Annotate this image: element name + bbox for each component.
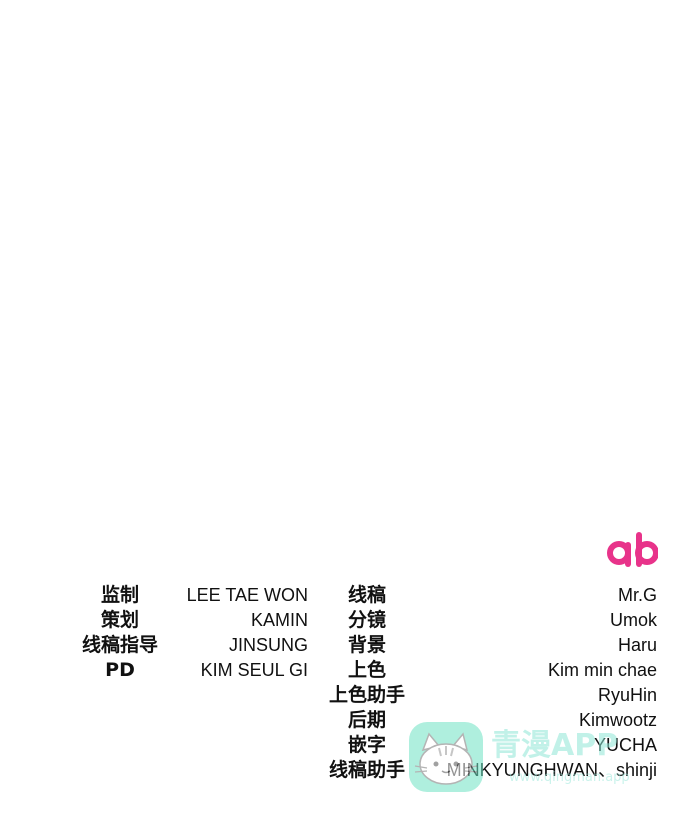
logo-text: ab <box>606 531 608 532</box>
credit-name: Umok <box>609 610 657 630</box>
credit-name: YUCHA <box>593 735 657 755</box>
credit-name: RyuHin <box>597 685 657 705</box>
credit-name: Haru <box>617 635 657 655</box>
credit-role: 后期 <box>347 709 387 731</box>
credit-name: Kim min chae <box>547 660 657 680</box>
credit-name: MINKYUNGHWAN、shinji <box>446 760 657 780</box>
credit-name: KAMIN <box>250 610 308 630</box>
credit-role: 背景 <box>347 634 387 656</box>
credit-name: Mr.G <box>618 585 657 605</box>
credit-role: 监制 <box>100 584 140 606</box>
credit-role: 嵌字 <box>347 734 387 756</box>
credit-name: Kimwootz <box>578 710 657 730</box>
credit-role: 线稿 <box>347 584 387 606</box>
credit-name: JINSUNG <box>228 635 308 655</box>
ab-logo: ab <box>606 531 658 567</box>
credit-role: 线稿指导 <box>81 634 159 656</box>
credit-role: 线稿助手 <box>328 759 406 781</box>
credit-role: 策划 <box>100 609 140 631</box>
credit-role: 上色 <box>347 659 387 681</box>
credit-role: 分镜 <box>347 609 387 631</box>
credit-name: LEE TAE WON <box>186 585 308 605</box>
credit-role: 上色助手 <box>328 684 406 706</box>
credit-name: KIM SEUL GI <box>200 660 308 680</box>
credit-role: PD <box>105 659 135 681</box>
